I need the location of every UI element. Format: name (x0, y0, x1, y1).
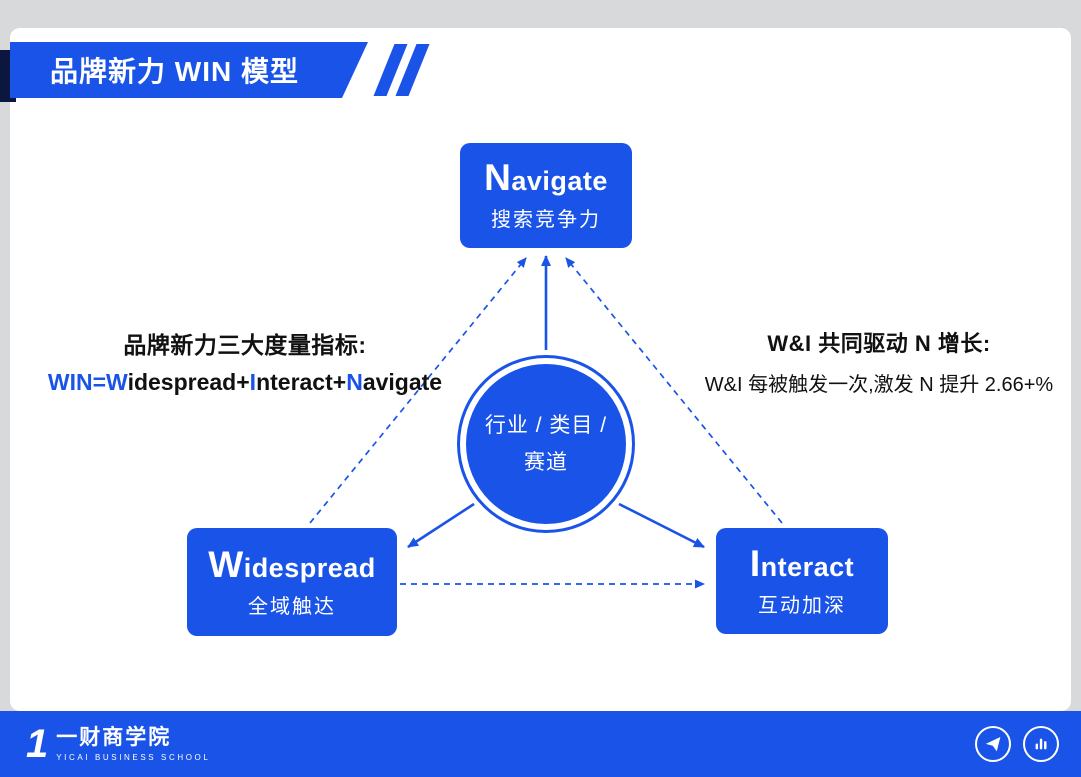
formula-seg-i: I (249, 369, 257, 395)
node-navigate-initial: N (484, 157, 512, 198)
equalizer-bars-icon (1035, 738, 1047, 750)
left-note: 品牌新力三大度量指标: WIN=Widespread+Interact+Navi… (28, 326, 462, 396)
formula-seg-win: WIN=W (47, 369, 128, 395)
title-banner: 品牌新力 WIN 模型 (10, 42, 368, 98)
brand-subtitle: YICAI BUSINESS SCHOOL (56, 753, 211, 762)
node-interact-word: Interact (750, 545, 854, 582)
node-interact-rest: nteract (760, 551, 855, 582)
footer-bar: 1 一财商学院 YICAI BUSINESS SCHOOL (0, 711, 1081, 777)
node-interact: Interact 互动加深 (716, 528, 888, 634)
node-widespread: Widespread 全域触达 (187, 528, 397, 636)
node-center-circle: 行业 / 类目 / 赛道 (466, 364, 626, 524)
left-note-title: 品牌新力三大度量指标: (123, 332, 367, 358)
node-interact-label: 互动加深 (758, 594, 846, 617)
formula-seg-nteract: nteract+ (256, 369, 347, 395)
win-formula: WIN=Widespread+Interact+Navigate (28, 369, 462, 396)
equalizer-button[interactable] (1023, 726, 1059, 762)
footer-icons (975, 726, 1059, 762)
formula-seg-widespread: idespread+ (127, 369, 250, 395)
center-circle-line2: 赛道 (524, 451, 568, 474)
yicai-logo-mark: 1 (26, 722, 49, 766)
node-interact-initial: I (749, 542, 761, 584)
send-button[interactable] (975, 726, 1011, 762)
node-widespread-word: Widespread (208, 546, 376, 583)
brand-text: 一财商学院 YICAI BUSINESS SCHOOL (56, 722, 210, 762)
node-navigate-word: Navigate (484, 159, 608, 196)
node-navigate-rest: avigate (511, 166, 608, 196)
node-widespread-label: 全域触达 (248, 595, 336, 618)
formula-seg-avigate: avigate (362, 369, 443, 395)
node-navigate: Navigate 搜索竞争力 (460, 143, 632, 248)
node-widespread-initial: W (208, 543, 244, 585)
right-note-title: W&I 共同驱动 N 增长: (767, 331, 991, 356)
right-note: W&I 共同驱动 N 增长: W&I 每被触发一次,激发 N 提升 2.66+% (688, 326, 1070, 397)
node-navigate-label: 搜索竞争力 (491, 209, 601, 231)
right-note-body: W&I 每被触发一次,激发 N 提升 2.66+% (704, 374, 1054, 396)
send-icon (985, 736, 1001, 752)
node-widespread-rest: idespread (243, 552, 376, 583)
center-circle-line1: 行业 / 类目 / (484, 414, 608, 437)
formula-seg-n: N (346, 369, 363, 395)
brand: 1 一财商学院 YICAI BUSINESS SCHOOL (26, 722, 210, 766)
page-title: 品牌新力 WIN 模型 (50, 56, 299, 87)
brand-name: 一财商学院 (56, 726, 172, 749)
